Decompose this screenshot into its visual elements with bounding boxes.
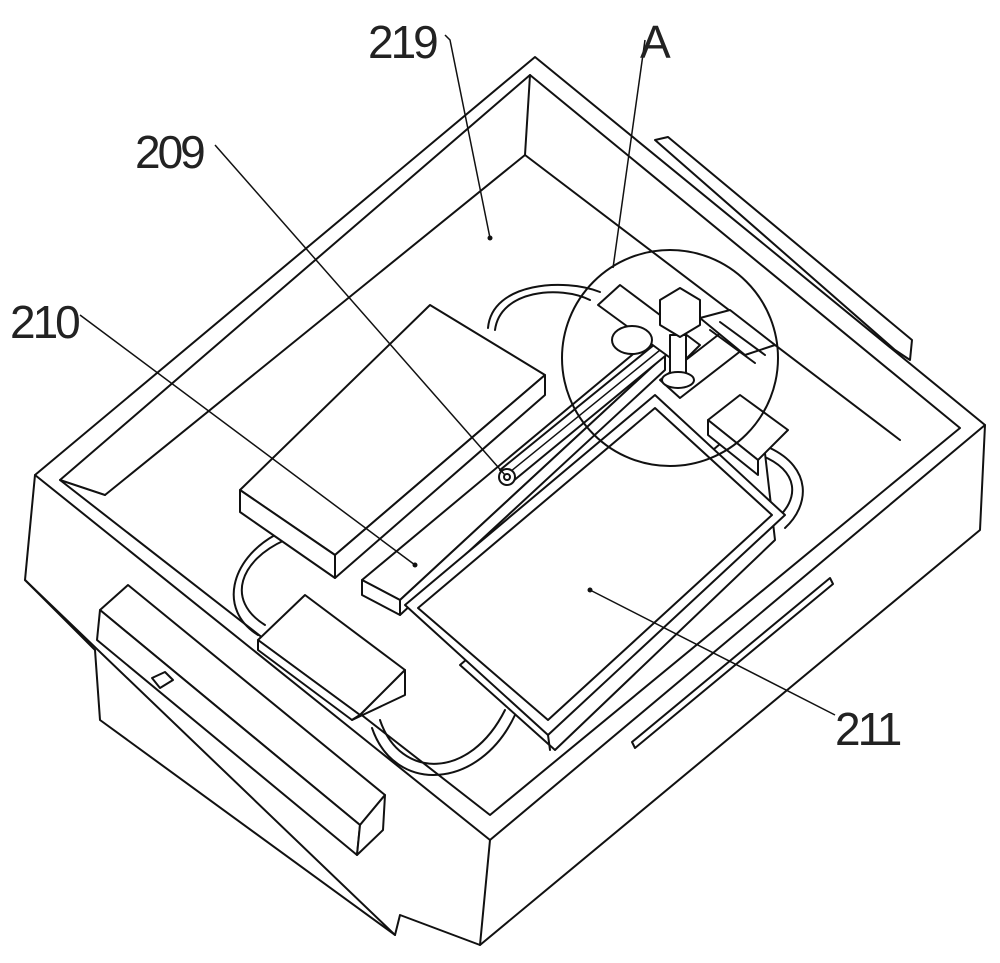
label-a: A (640, 16, 671, 68)
label-219: 219 (368, 16, 437, 68)
label-211: 211 (835, 703, 901, 755)
label-209: 209 (135, 126, 204, 178)
label-210: 210 (10, 296, 79, 348)
